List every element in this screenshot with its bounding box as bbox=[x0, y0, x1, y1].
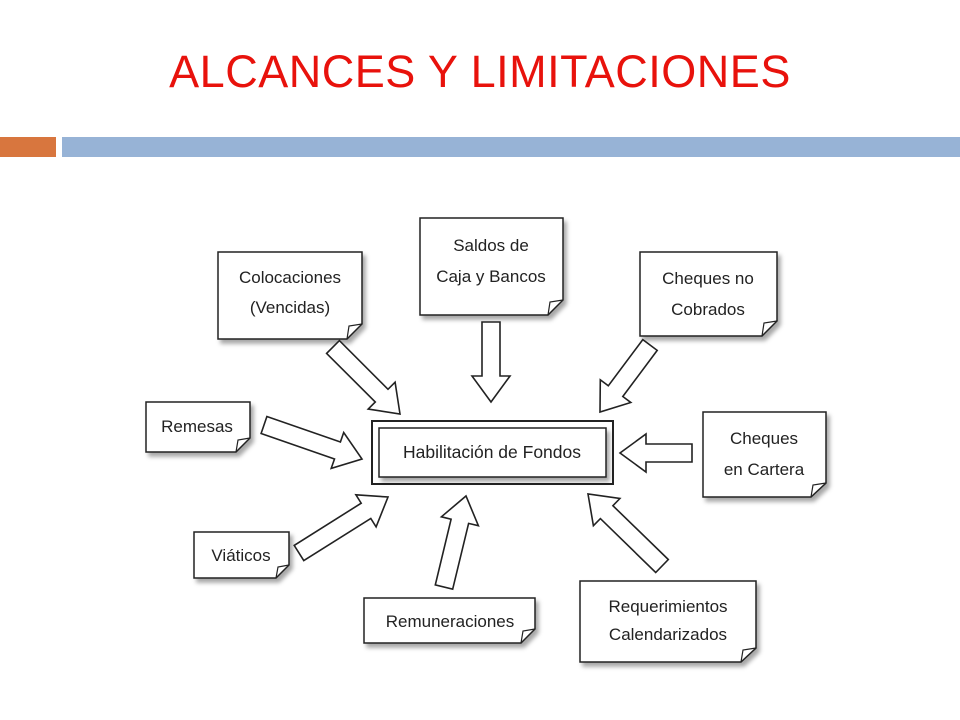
note-cheques-no-cobrados: Cheques no Cobrados bbox=[639, 251, 778, 337]
arrow-from-viaticos bbox=[293, 493, 390, 562]
note-viaticos: Viáticos bbox=[193, 531, 290, 579]
arrow-from-cheques-no-cobrados bbox=[599, 338, 659, 414]
arrow-from-saldos bbox=[470, 321, 512, 404]
note-colocaciones: Colocaciones (Vencidas) bbox=[217, 251, 363, 340]
note-saldos-line2: Caja y Bancos bbox=[436, 267, 546, 286]
note-cheques-no-cobrados-line2: Cobrados bbox=[671, 300, 745, 319]
arrow-from-remuneraciones bbox=[434, 494, 480, 591]
note-requerimientos-line1: Requerimientos bbox=[608, 597, 727, 616]
arrow-from-cheques-cartera bbox=[618, 432, 693, 474]
arrows-layer bbox=[260, 321, 693, 591]
note-remesas: Remesas bbox=[145, 401, 251, 453]
arrow-from-requerimientos bbox=[587, 493, 670, 574]
title-accent-bar-blue bbox=[62, 137, 960, 157]
note-colocaciones-line2: (Vencidas) bbox=[250, 298, 330, 317]
note-cheques-cartera: Cheques en Cartera bbox=[702, 411, 827, 498]
note-requerimientos-line2: Calendarizados bbox=[609, 625, 727, 644]
arrow-from-remesas bbox=[260, 415, 364, 470]
arrow-from-colocaciones bbox=[325, 339, 401, 415]
center-node-label: Habilitación de Fondos bbox=[403, 442, 581, 462]
note-cheques-cartera-line2: en Cartera bbox=[724, 460, 805, 479]
note-colocaciones-line1: Colocaciones bbox=[239, 268, 341, 287]
note-saldos-line1: Saldos de bbox=[453, 236, 529, 255]
center-node: Habilitación de Fondos bbox=[371, 420, 614, 485]
note-remuneraciones-line1: Remuneraciones bbox=[386, 612, 515, 631]
note-viaticos-line1: Viáticos bbox=[211, 546, 270, 565]
note-remesas-line1: Remesas bbox=[161, 417, 233, 436]
slide-title: ALCANCES Y LIMITACIONES bbox=[169, 46, 791, 97]
note-cheques-no-cobrados-line1: Cheques no bbox=[662, 269, 754, 288]
note-cheques-cartera-line1: Cheques bbox=[730, 429, 798, 448]
title-accent-bar-orange bbox=[0, 137, 56, 157]
note-requerimientos: Requerimientos Calendarizados bbox=[579, 580, 757, 663]
note-remuneraciones: Remuneraciones bbox=[363, 597, 536, 644]
note-saldos: Saldos de Caja y Bancos bbox=[419, 217, 564, 316]
